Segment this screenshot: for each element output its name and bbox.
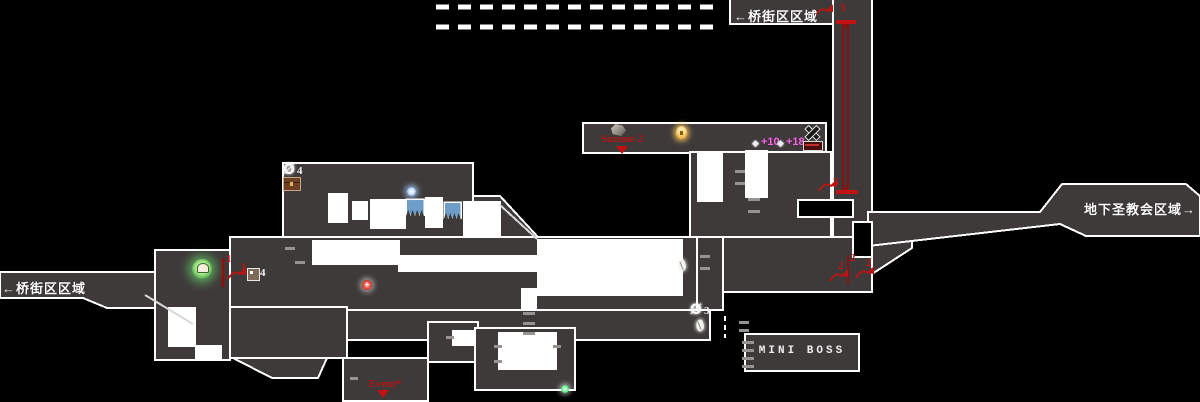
blue-orb-icon — [407, 187, 416, 196]
enemy-count-mid-right: 2 — [866, 257, 872, 269]
route-count-top: 3 — [840, 2, 846, 14]
suzune-marker-arrow-icon — [616, 146, 628, 154]
green-dot-icon — [561, 385, 569, 393]
enemy-count-left: 1 — [241, 261, 247, 273]
magatama-upper-count: 4 — [297, 165, 303, 177]
red-orb-icon: + — [362, 280, 372, 290]
enemy-count-mid-left: 2 — [838, 260, 844, 272]
gold-amulet-icon — [676, 126, 687, 139]
magatama-icon: Ø — [283, 162, 295, 178]
magatama-icon: Ø — [690, 302, 702, 318]
item-box-icon — [247, 268, 260, 281]
crystal-shard-icon: ◆ — [752, 138, 759, 148]
event-marker-arrow-icon — [377, 390, 389, 398]
chest-icon — [283, 177, 301, 191]
item-box-count: 4 — [260, 267, 266, 279]
exit-label-right: 地下圣教会区域→ — [1083, 202, 1196, 217]
ore-rock-icon — [611, 124, 626, 136]
red-sheath-item-icon — [803, 141, 823, 151]
route-count-mid: 2 — [850, 252, 856, 264]
route-count-left: 1 — [226, 253, 232, 265]
suzune-event-label: Suzune 2 — [600, 133, 644, 145]
magatama-lower-count: 3 — [704, 305, 710, 317]
shard-bonus-1: +10 — [761, 136, 780, 148]
exit-label-top: ←桥街区区域 — [734, 9, 819, 24]
mini-boss-label: MINI BOSS — [758, 345, 846, 357]
crystal-shard-icon: ◆ — [777, 138, 784, 148]
green-bell-icon — [192, 259, 212, 279]
enemy-count-top: 3 — [833, 176, 839, 188]
shard-bonus-2: +18 — [786, 136, 805, 148]
crossed-dagger-icon — [803, 124, 821, 142]
event-label: Event* — [368, 378, 402, 390]
exit-label-left: ←桥街区区域 — [2, 281, 87, 296]
